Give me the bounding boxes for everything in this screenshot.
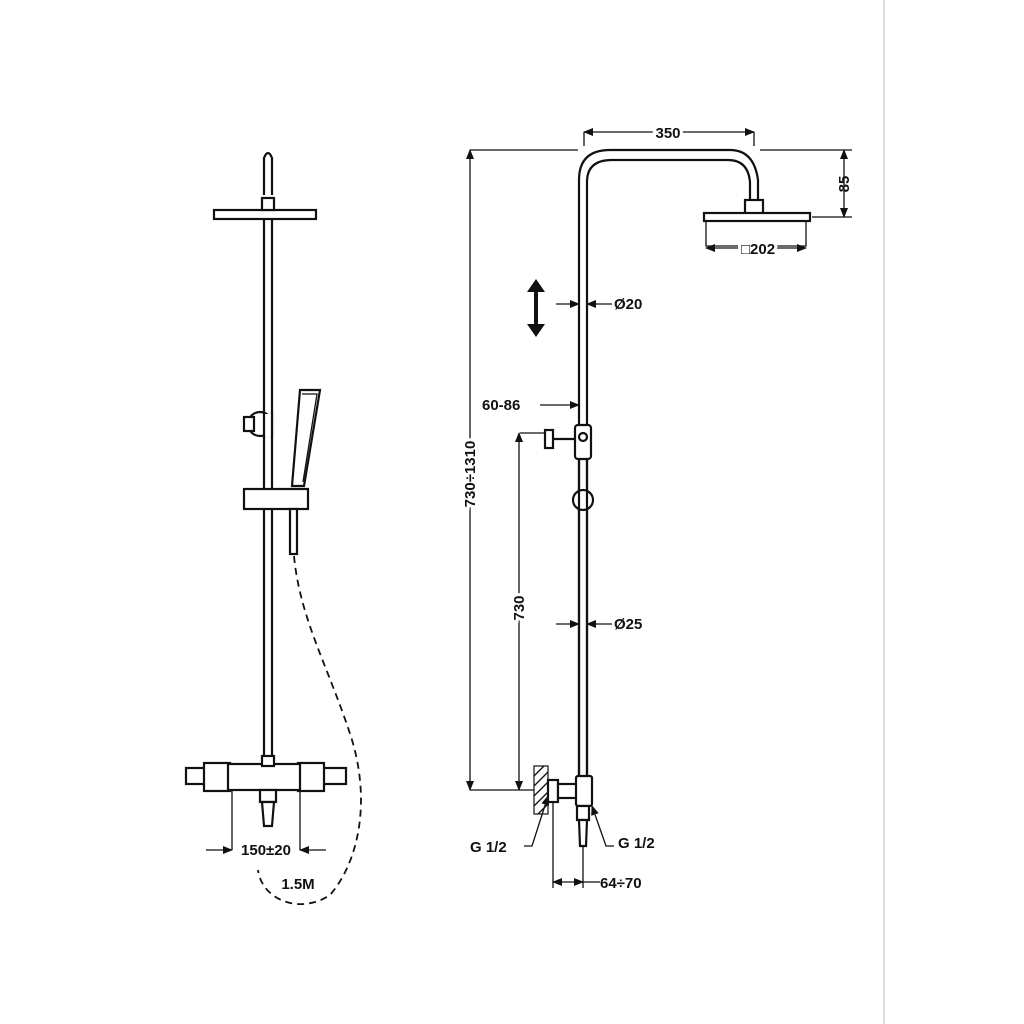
front-view: 150±20 1.5M [184,151,362,905]
hand-shower [290,388,322,488]
dim-202-label: □202 [741,241,775,258]
g-left-label: G 1/2 [470,839,507,856]
mixer-knob-left [202,761,232,793]
arm-inner [585,158,752,790]
mixer-knob-right [296,761,326,793]
head-connector [260,196,276,212]
dim-350-label: 350 [655,125,680,142]
slider [242,487,310,511]
upper-holder-knob [242,415,256,433]
dim-85-label: 85 [836,176,853,193]
dim-d20-label: Ø20 [614,296,642,313]
arm-outer [577,148,760,790]
mixer-center [226,762,302,792]
mixer-outlet [258,788,278,804]
adjust-arrow-up [527,279,545,292]
dim-60-86-label: 60-86 [482,397,520,414]
head-joint [743,198,765,216]
mixer-side-body [574,774,594,808]
top-arm [262,151,274,195]
wall-connector [546,778,560,804]
shower-head-front [212,208,318,221]
dim-150-label: 150±20 [241,842,291,859]
adjust-arrow-down [527,324,545,337]
dim-overall-label: 730÷1310 [462,441,479,508]
dim-64-70-label: 64÷70 [600,875,642,892]
dim-d25-label: Ø25 [614,616,642,633]
wall-bracket-plate [543,428,555,450]
hose [257,555,362,905]
g-right-label: G 1/2 [618,835,655,852]
outlet-pipe [577,818,589,848]
side-view: 350 85 □202 Ø20 60-86 [459,122,853,892]
hand-shower-handle [288,507,299,556]
outlet-nut [575,804,591,822]
dim-730-label: 730 [511,595,528,620]
slider-ball [571,488,595,512]
shower-head-side [702,211,812,223]
hose-length-label: 1.5M [281,876,314,893]
